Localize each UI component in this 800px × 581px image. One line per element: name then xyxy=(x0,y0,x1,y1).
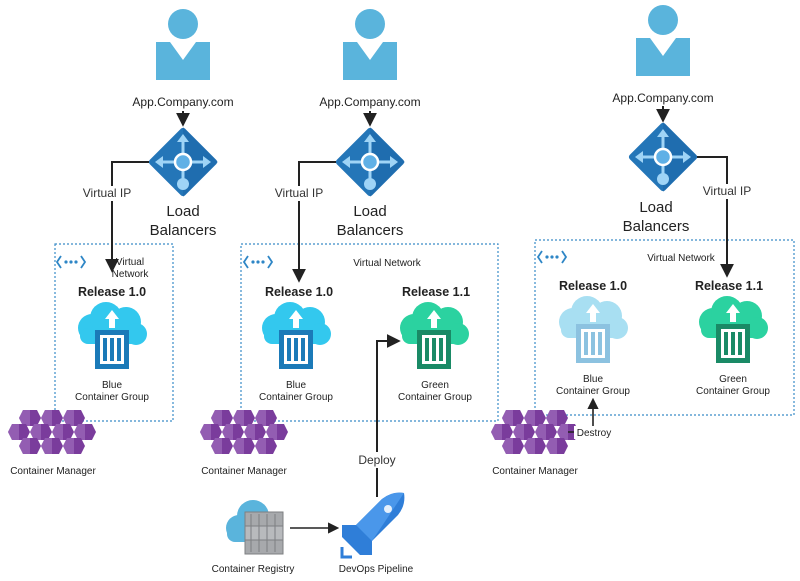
virtual-network-box xyxy=(534,239,795,416)
load-balancer-label-line2: Balancers xyxy=(623,218,690,235)
blue-container-group-icon xyxy=(78,302,147,369)
virtual-network-icon xyxy=(537,250,567,264)
virtual-network-label-line1: Virtual xyxy=(116,257,144,268)
container-group-caption: Container Group xyxy=(556,386,630,397)
container-group-caption: Container Group xyxy=(398,392,472,403)
container-group-caption: Container Group xyxy=(75,392,149,403)
arrow-lb-to-blue xyxy=(292,161,336,283)
release-label-blue: Release 1.0 xyxy=(559,279,627,293)
panel-3: Virtual Network App.Company.com Load Bal… xyxy=(491,5,795,477)
app-url-label: App.Company.com xyxy=(612,91,713,105)
destroy-label: Destroy xyxy=(577,428,611,439)
arrow-lb-to-blue xyxy=(105,161,149,273)
green-container-group-icon xyxy=(699,296,768,363)
release-label-green: Release 1.1 xyxy=(402,285,470,299)
arrow-deploy-to-green xyxy=(376,334,401,497)
virtual-network-label-line2: Network xyxy=(112,269,150,280)
container-group-name: Green xyxy=(719,374,747,385)
user-icon xyxy=(343,9,397,80)
container-registry-label: Container Registry xyxy=(212,564,295,575)
blue-container-group-icon xyxy=(262,302,331,369)
load-balancer-label-line1: Load xyxy=(166,203,199,220)
release-label-green: Release 1.1 xyxy=(695,279,763,293)
virtual-network-label: Virtual Network xyxy=(353,258,422,269)
deploy-label: Deploy xyxy=(358,453,395,467)
virtual-network-icon xyxy=(56,255,86,269)
virtual-network-box xyxy=(54,243,174,422)
container-group-name: Green xyxy=(421,380,449,391)
blue-container-group-icon-faded xyxy=(559,296,628,363)
virtual-network-icon xyxy=(243,255,273,269)
container-manager-label: Container Manager xyxy=(201,466,287,477)
container-manager-icon xyxy=(200,410,288,454)
user-icon xyxy=(156,9,210,80)
virtual-ip-label: Virtual IP xyxy=(275,186,323,200)
arrow-lb-to-green xyxy=(697,156,734,278)
virtual-ip-label: Virtual IP xyxy=(703,184,751,198)
virtual-network-label: Virtual Network xyxy=(647,253,716,264)
devops-pipeline-label: DevOps Pipeline xyxy=(339,564,414,575)
virtual-ip-label: Virtual IP xyxy=(83,186,131,200)
app-url-label: App.Company.com xyxy=(132,95,233,109)
container-manager-icon xyxy=(8,410,96,454)
container-manager-label: Container Manager xyxy=(492,466,578,477)
panel-2: Virtual Network App.Company.com Load Bal… xyxy=(200,9,499,575)
container-group-name: Blue xyxy=(583,374,603,385)
container-group-name: Blue xyxy=(102,380,122,391)
load-balancer-label-line2: Balancers xyxy=(337,222,404,239)
virtual-network-box xyxy=(240,243,499,422)
devops-pipeline-icon xyxy=(340,492,405,559)
release-label-blue: Release 1.0 xyxy=(78,285,146,299)
container-manager-label: Container Manager xyxy=(10,466,96,477)
app-url-label: App.Company.com xyxy=(319,95,420,109)
container-group-caption: Container Group xyxy=(696,386,770,397)
load-balancer-icon xyxy=(626,120,700,194)
load-balancer-icon xyxy=(146,125,220,199)
container-group-name: Blue xyxy=(286,380,306,391)
panel-1: Virtual Network App.Company.com Load Bal… xyxy=(8,9,234,477)
green-container-group-icon xyxy=(400,302,469,369)
load-balancer-label-line1: Load xyxy=(353,203,386,220)
release-label-blue: Release 1.0 xyxy=(265,285,333,299)
container-manager-icon xyxy=(491,410,579,454)
load-balancer-label-line1: Load xyxy=(639,199,672,216)
container-group-caption: Container Group xyxy=(259,392,333,403)
container-registry-icon xyxy=(226,500,284,555)
load-balancer-label-line2: Balancers xyxy=(150,222,217,239)
load-balancer-icon xyxy=(333,125,407,199)
user-icon xyxy=(636,5,690,76)
